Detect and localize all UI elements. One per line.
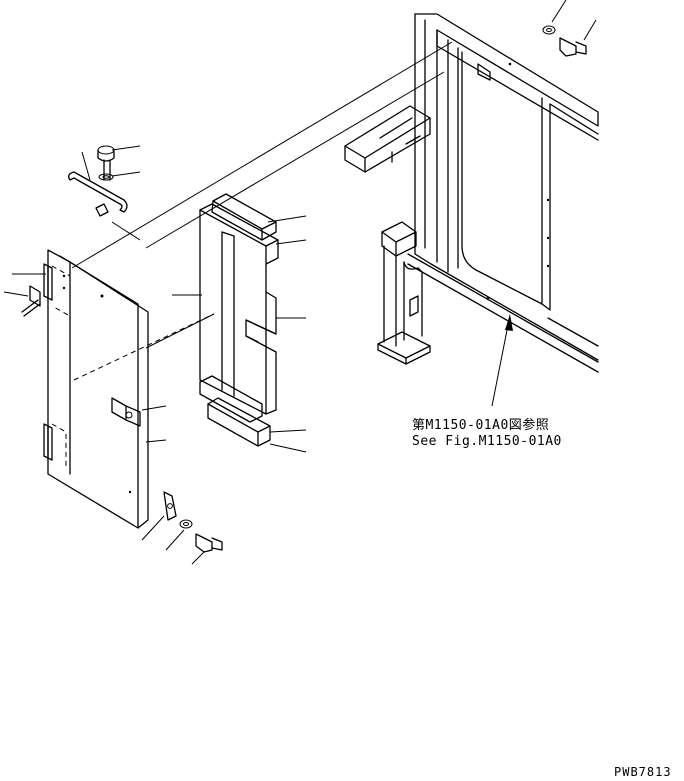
seal-panel	[199, 203, 279, 415]
reference-note-english: See Fig.M1150-01A0	[412, 434, 562, 449]
support-post	[377, 221, 431, 365]
reference-arrow	[491, 314, 513, 407]
radiator-frame	[407, 13, 599, 373]
reference-note-japanese: 第M1150-01A0図参照	[412, 418, 550, 433]
pin	[21, 285, 41, 317]
access-door	[43, 249, 149, 529]
seal-strip-bottom	[199, 375, 271, 447]
frame-bracket	[344, 105, 431, 173]
bolt-top-right	[542, 25, 587, 57]
striker-plate	[163, 491, 177, 521]
bolt-lower	[195, 533, 223, 553]
washer-lower	[179, 519, 193, 529]
leader-lines	[3, 0, 597, 565]
bolt-upper	[97, 145, 115, 181]
drawing-code: PWB7813	[614, 765, 672, 779]
door-stay	[68, 171, 128, 217]
